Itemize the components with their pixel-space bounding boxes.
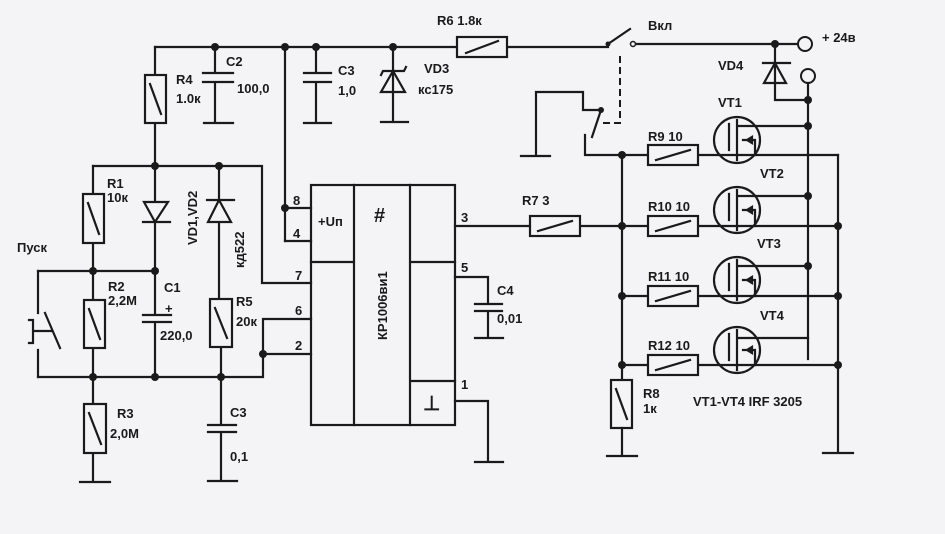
- svg-text:7: 7: [295, 268, 302, 283]
- left-wiring: [36, 162, 313, 381]
- svg-text:2,0М: 2,0М: [110, 426, 139, 441]
- capacitor-c3-top: C3 1,0: [283, 45, 356, 243]
- mosfet-vt4: VT4: [712, 308, 810, 375]
- svg-text:кс175: кс175: [418, 82, 453, 97]
- svg-text:220,0: 220,0: [160, 328, 193, 343]
- svg-text:100,0: 100,0: [237, 81, 270, 96]
- svg-text:4: 4: [293, 226, 301, 241]
- gate-resistors: R9 10 R10 10 R11 10 R12 10: [618, 129, 840, 382]
- resistor-r6: R6 1.8к: [437, 13, 509, 59]
- r11-label: R11 10: [648, 269, 689, 284]
- mosfet-vt1: VT1: [712, 95, 810, 165]
- svg-text:1,0: 1,0: [338, 83, 356, 98]
- svg-text:VD1,VD2: VD1,VD2: [185, 191, 200, 245]
- mosfet-type-note: VT1-VT4 IRF 3205: [693, 394, 802, 409]
- svg-text:VD3: VD3: [424, 61, 449, 76]
- svg-text:VT1: VT1: [718, 95, 742, 110]
- r9-label: R9 10: [648, 129, 683, 144]
- svg-text:C3: C3: [338, 63, 355, 78]
- r10-label: R10 10: [648, 199, 690, 214]
- svg-text:КР1006ви1: КР1006ви1: [375, 271, 390, 340]
- start-button[interactable]: Пуск: [17, 240, 62, 379]
- svg-text:R2: R2: [108, 279, 125, 294]
- diode-vd1: [141, 164, 172, 273]
- capacitor-c1: C1 + 220,0: [141, 269, 193, 379]
- svg-text:C3: C3: [230, 405, 247, 420]
- svg-text:Пуск: Пуск: [17, 240, 47, 255]
- svg-text:0,01: 0,01: [497, 311, 522, 326]
- svg-text:+: +: [165, 301, 173, 316]
- svg-text:20к: 20к: [236, 314, 257, 329]
- svg-text:1к: 1к: [643, 401, 657, 416]
- diode-vd4: VD4: [718, 42, 810, 102]
- svg-text:R1: R1: [107, 176, 124, 191]
- svg-text:8: 8: [293, 193, 300, 208]
- output-terminal[interactable]: [800, 68, 816, 84]
- svg-text:R3: R3: [117, 406, 134, 421]
- svg-text:VT3: VT3: [757, 236, 781, 251]
- mosfet-vt2: VT2: [712, 166, 810, 235]
- resistor-r7: R7 3: [453, 193, 624, 238]
- top-rail: [153, 43, 610, 51]
- svg-text:VT2: VT2: [760, 166, 784, 181]
- svg-text:1.0к: 1.0к: [176, 91, 201, 106]
- resistor-r2: R2 2,2М: [82, 269, 137, 379]
- svg-text:C4: C4: [497, 283, 514, 298]
- svg-text:2,2М: 2,2М: [108, 293, 137, 308]
- capacitor-c4: C4 0,01: [453, 275, 522, 340]
- svg-text:C1: C1: [164, 280, 181, 295]
- power-terminals: + 24в: [771, 30, 856, 84]
- svg-text:6: 6: [295, 303, 302, 318]
- power-switch[interactable]: Вкл: [603, 18, 800, 124]
- svg-text:3: 3: [461, 210, 468, 225]
- resistor-r4: R4 1.0к: [143, 45, 201, 168]
- capacitor-c2: C2 100,0: [201, 45, 270, 125]
- svg-text:Вкл: Вкл: [648, 18, 672, 33]
- svg-text:R4: R4: [176, 72, 193, 87]
- mosfet-buses: [804, 81, 855, 455]
- svg-text:2: 2: [295, 338, 302, 353]
- svg-text:#: #: [374, 205, 385, 227]
- resistor-r1: R1 10к: [81, 164, 128, 273]
- svg-text:R5: R5: [236, 294, 253, 309]
- svg-text:+ 24в: + 24в: [822, 30, 856, 45]
- mosfet-vt3: VT3: [712, 236, 810, 305]
- r12-label: R12 10: [648, 338, 690, 353]
- capacitor-c3-bottom: C3 0,1: [206, 375, 248, 483]
- ic-kr1006vi1: +Uп # КР1006ви1 ⊥ 8 4 7 6 2 3 5 1: [293, 183, 468, 427]
- svg-text:C2: C2: [226, 54, 243, 69]
- svg-text:R8: R8: [643, 386, 660, 401]
- plus24-terminal[interactable]: [797, 36, 813, 52]
- svg-text:10к: 10к: [107, 190, 128, 205]
- diode-vd2: VD1,VD2 кд522: [185, 164, 247, 301]
- svg-text:+Uп: +Uп: [318, 214, 343, 229]
- svg-text:⊥: ⊥: [423, 393, 440, 415]
- switch-contact: [519, 90, 624, 158]
- pin1-ground: [453, 399, 505, 464]
- svg-text:1: 1: [461, 377, 468, 392]
- svg-text:VT4: VT4: [760, 308, 785, 323]
- svg-text:5: 5: [461, 260, 468, 275]
- svg-text:R6 1.8к: R6 1.8к: [437, 13, 482, 28]
- resistor-r3: R3 2,0М: [78, 375, 139, 484]
- zener-vd3: VD3 кс175: [379, 45, 453, 124]
- resistor-r5: R5 20к: [208, 294, 257, 379]
- svg-text:0,1: 0,1: [230, 449, 248, 464]
- resistor-r8: R8 1к: [605, 378, 660, 458]
- svg-text:VD4: VD4: [718, 58, 744, 73]
- svg-text:кд522: кд522: [232, 232, 247, 268]
- svg-text:R7 3: R7 3: [522, 193, 549, 208]
